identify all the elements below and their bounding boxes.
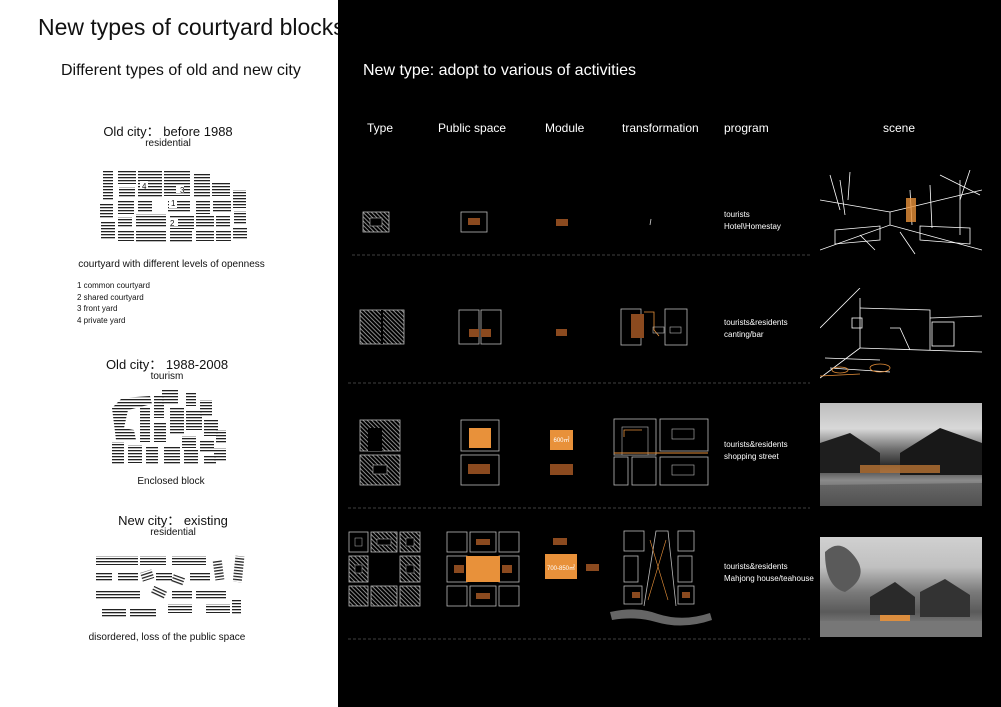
old-city-plan bbox=[100, 170, 247, 242]
row3-module-large bbox=[550, 430, 573, 450]
legend-item: 1 common courtyard bbox=[77, 281, 150, 290]
scene-bar-sketch bbox=[820, 288, 982, 382]
caption-openness: courtyard with different levels of openn… bbox=[78, 259, 265, 270]
legend-item: 3 front yard bbox=[77, 304, 118, 313]
row4-module-small bbox=[553, 538, 567, 545]
new-city-plan bbox=[96, 555, 245, 617]
section-heading-old-1988: Old city： before 1988 bbox=[103, 124, 233, 139]
row1-program: tourists Hotel\Homestay bbox=[724, 209, 781, 233]
program-line: canting/bar bbox=[724, 330, 764, 339]
row1-module bbox=[556, 219, 568, 226]
header-scene: scene bbox=[883, 121, 916, 135]
header-program: program bbox=[724, 121, 769, 135]
row3-module-label: 600㎡ bbox=[553, 438, 570, 444]
plan-label-3: 3 bbox=[180, 186, 185, 195]
row1-type bbox=[362, 211, 390, 233]
plan-label-4: 4 bbox=[142, 182, 147, 191]
program-line: Hotel\Homestay bbox=[724, 222, 781, 231]
legend-item: 2 shared courtyard bbox=[77, 292, 144, 302]
courtyard-legend: 1 common courtyard 2 shared courtyard 3 … bbox=[77, 280, 150, 326]
enclosed-block-plan bbox=[112, 390, 226, 465]
program-line: tourists bbox=[724, 210, 750, 219]
section-sub-tourism: tourism bbox=[150, 371, 184, 382]
row4-module-large bbox=[545, 554, 577, 579]
left-plans bbox=[96, 170, 247, 617]
row3-public-space bbox=[460, 419, 500, 486]
program-line: tourists&residents bbox=[724, 562, 788, 571]
row2-public-space bbox=[458, 309, 502, 345]
caption-disordered: disordered, loss of the public space bbox=[88, 632, 246, 643]
header-module: Module bbox=[545, 121, 585, 135]
row2-program: tourists&residents canting/bar bbox=[724, 317, 788, 341]
section-heading-old-2008: Old city： 1988-2008 bbox=[105, 357, 229, 372]
left-panel: New types of courtyard blocks Different … bbox=[0, 0, 345, 707]
page-title: New types of courtyard blocks bbox=[38, 14, 345, 40]
row3-module-small bbox=[550, 464, 573, 475]
section-sub-residential-new: residential bbox=[150, 527, 196, 538]
row3-transformation bbox=[613, 418, 709, 486]
row4-transformation bbox=[610, 530, 712, 626]
scene-hotel-sketch bbox=[820, 170, 982, 256]
type-diagrams bbox=[348, 211, 810, 640]
row4-module-label: 700-850㎡ bbox=[546, 566, 576, 572]
row4-type bbox=[348, 531, 421, 607]
header-transformation: transformation bbox=[622, 121, 699, 135]
row2-transformation bbox=[620, 308, 688, 346]
row4-public-space bbox=[446, 531, 520, 607]
row2-type bbox=[359, 309, 405, 345]
plan-label-1: 1 bbox=[171, 199, 176, 208]
legend-item: 4 private yard bbox=[77, 315, 126, 325]
program-line: tourists&residents bbox=[724, 318, 788, 327]
right-title: New type: adopt to various of activities bbox=[363, 62, 637, 79]
program-line: Mahjong house/teahouse bbox=[724, 574, 814, 583]
row1-transformation bbox=[649, 218, 652, 226]
row1-public-space bbox=[460, 211, 488, 233]
row3-type bbox=[359, 419, 401, 486]
scene-street-photo bbox=[820, 403, 982, 506]
plan-label-2: 2 bbox=[170, 219, 175, 228]
left-subtitle: Different types of old and new city bbox=[61, 62, 301, 79]
program-line: tourists&residents bbox=[724, 440, 788, 449]
row3-program: tourists&residents shopping street bbox=[724, 439, 788, 463]
row4-module-side bbox=[586, 564, 599, 571]
program-line: shopping street bbox=[724, 452, 779, 461]
scene-teahouse-photo bbox=[820, 537, 982, 637]
header-type: Type bbox=[367, 121, 394, 135]
right-panel: New type: adopt to various of activities… bbox=[338, 0, 1001, 707]
row2-module bbox=[556, 329, 567, 336]
row4-program: tourists&residents Mahjong house/teahous… bbox=[724, 561, 814, 585]
section-heading-new: New city： existing bbox=[118, 513, 228, 528]
caption-enclosed: Enclosed block bbox=[137, 476, 205, 487]
section-sub-residential: residential bbox=[145, 138, 191, 149]
header-public-space: Public space bbox=[438, 121, 507, 135]
